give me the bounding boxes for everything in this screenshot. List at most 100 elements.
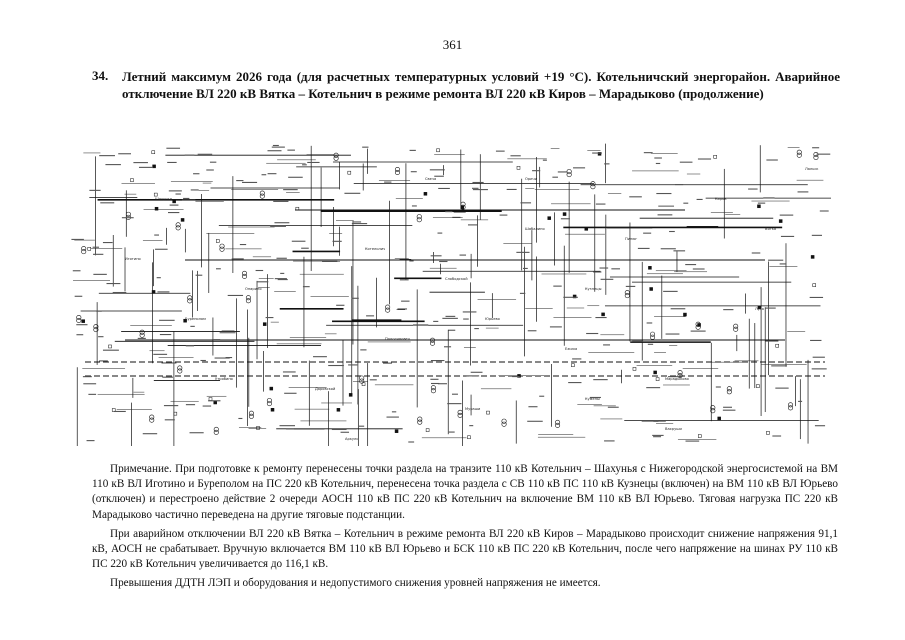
breaker-symbol xyxy=(295,206,300,211)
breaker-symbol xyxy=(173,411,178,416)
breaker-symbol xyxy=(562,212,567,216)
breaker-symbol xyxy=(697,323,701,327)
transformer-symbol xyxy=(624,293,630,299)
transformer-symbol xyxy=(590,181,596,187)
section-heading: 34. Летний максимум 2026 года (для расче… xyxy=(92,68,840,102)
breaker-symbol xyxy=(717,416,721,421)
transformer-symbol xyxy=(417,419,423,425)
breaker-symbol xyxy=(812,283,817,287)
transformer-symbol xyxy=(359,375,365,381)
substation-label: Утробино xyxy=(215,377,233,381)
transformer-symbol xyxy=(385,307,391,313)
transformer-symbol xyxy=(677,373,683,379)
transformer-symbol xyxy=(76,317,82,323)
breaker-symbol xyxy=(597,152,602,156)
breaker-symbol xyxy=(152,164,156,169)
transformer-symbol xyxy=(213,429,219,435)
transformer-symbol xyxy=(259,193,265,199)
substation-label: Иготино xyxy=(125,257,141,261)
transformer-symbol xyxy=(149,417,155,423)
substation-label: Луза xyxy=(755,307,764,311)
transformer-symbol xyxy=(219,246,225,252)
transformer-symbol xyxy=(416,217,422,223)
breaker-symbol xyxy=(270,408,275,412)
substation-label: Аркуль xyxy=(345,437,358,441)
substation-label: Пинюг xyxy=(625,237,637,241)
transformer-symbol xyxy=(187,298,193,304)
breaker-symbol xyxy=(154,206,159,211)
note-paragraph: Превышения ДДТН ЛЭП и оборудования и нед… xyxy=(110,577,601,590)
breaker-symbol xyxy=(180,218,185,222)
breaker-symbol xyxy=(213,400,217,405)
transformer-symbol xyxy=(624,290,630,296)
transformer-symbol xyxy=(650,331,656,337)
substation-label: Киров xyxy=(715,197,727,201)
transformer-symbol xyxy=(416,214,422,220)
breaker-symbol xyxy=(571,363,575,367)
transformer-symbol xyxy=(566,172,572,178)
transformer-symbol xyxy=(555,422,561,428)
transformer-symbol xyxy=(245,295,251,301)
transformer-symbol xyxy=(457,412,463,418)
transformer-symbol xyxy=(359,378,365,384)
transformer-symbol xyxy=(266,401,272,407)
substation-label: Мураши xyxy=(465,407,481,411)
transformer-symbol xyxy=(501,418,507,424)
breaker-symbol xyxy=(757,204,761,209)
transformer-symbol xyxy=(177,368,183,374)
breaker-symbol xyxy=(655,377,660,381)
breaker-symbol xyxy=(423,192,428,196)
transformer-symbol xyxy=(788,402,794,408)
breaker-symbol xyxy=(649,287,653,291)
transformer-symbol xyxy=(248,410,254,416)
transformer-symbol xyxy=(394,166,400,172)
breaker-symbol xyxy=(757,305,762,310)
transformer-symbol xyxy=(259,190,265,196)
transformer-symbol xyxy=(187,295,193,301)
transformer-symbol xyxy=(590,184,596,190)
transformer-symbol xyxy=(175,222,181,228)
network-diagram-svg: КотельничЮрьевоКузнецыМарадыковоВяткаКир… xyxy=(71,143,831,446)
transformer-symbol xyxy=(796,152,802,158)
transformer-symbol xyxy=(650,334,656,340)
breaker-symbol xyxy=(269,386,274,391)
breaker-symbol xyxy=(262,322,267,326)
section-title: Летний максимум 2026 года (для расчетных… xyxy=(122,69,840,101)
breaker-symbol xyxy=(683,312,687,317)
transformer-symbol xyxy=(726,389,732,395)
breaker-symbol xyxy=(517,374,521,378)
transformer-symbol xyxy=(333,152,339,158)
substation-label: Подосиновец xyxy=(385,337,411,341)
breaker-symbol xyxy=(151,290,156,294)
breaker-symbol xyxy=(347,170,352,175)
transformer-symbol xyxy=(139,329,145,335)
transformer-symbol xyxy=(710,405,716,411)
breaker-symbol xyxy=(810,255,815,259)
breaker-symbol xyxy=(516,166,521,170)
breaker-symbol xyxy=(183,318,187,323)
breaker-symbol xyxy=(172,199,176,204)
transformer-symbol xyxy=(385,304,391,310)
breaker-symbol xyxy=(81,319,85,323)
breaker-symbol xyxy=(151,150,156,154)
transformer-symbol xyxy=(245,298,251,304)
substation-label: Кузнецы xyxy=(585,287,602,291)
breaker-symbol xyxy=(653,370,657,375)
breaker-symbol xyxy=(208,397,213,401)
transformer-symbol xyxy=(175,225,181,231)
substation-label: Шабалино xyxy=(525,227,545,231)
transformer-symbol xyxy=(248,413,254,419)
transformer-symbol xyxy=(149,414,155,420)
breaker-symbol xyxy=(425,428,430,432)
breaker-symbol xyxy=(87,247,92,251)
transformer-symbol xyxy=(333,155,339,161)
transformer-symbol xyxy=(555,419,561,425)
page-number: 361 xyxy=(442,37,463,52)
transformer-symbol xyxy=(242,270,248,276)
substation-label: Буреполом xyxy=(185,317,206,321)
breaker-symbol xyxy=(153,192,158,197)
transformer-symbol xyxy=(710,408,716,414)
substation-label: Лальск xyxy=(805,167,819,171)
substation-label: Вахруши xyxy=(665,427,682,431)
substation-label: Юрьево xyxy=(485,317,500,321)
